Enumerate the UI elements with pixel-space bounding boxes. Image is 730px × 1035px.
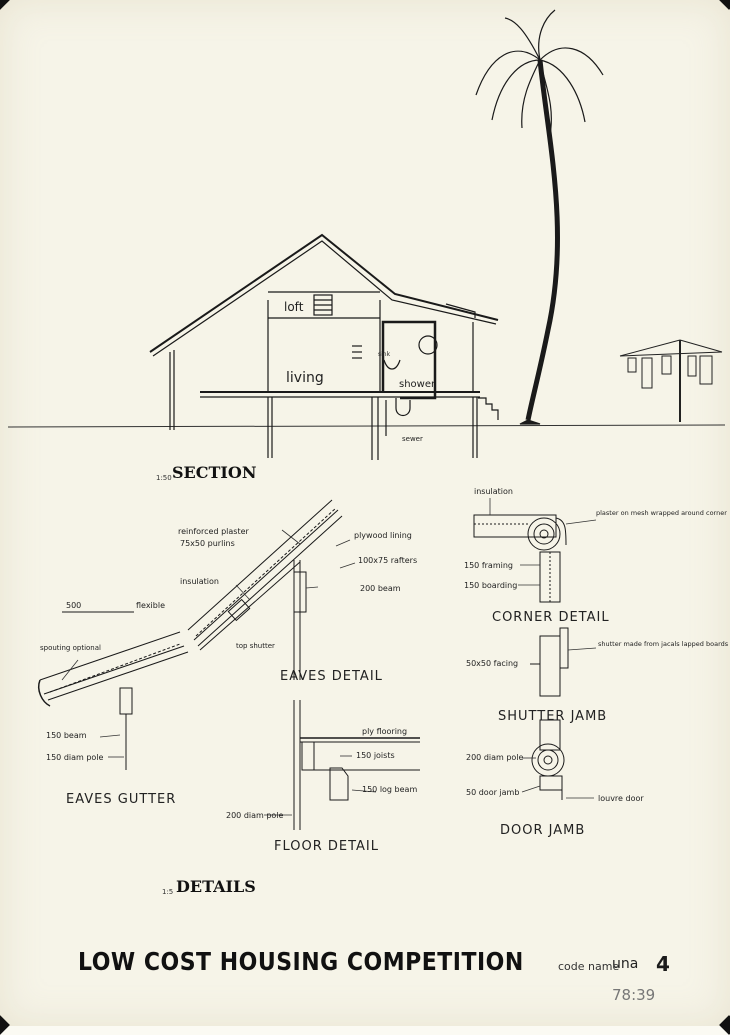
label-flexible: flexible — [136, 601, 165, 610]
label-living: living — [286, 370, 324, 386]
label-louvre-door: louvre door — [598, 794, 644, 803]
label-150-beam: 150 beam — [46, 731, 87, 740]
label-500: 500 — [66, 601, 81, 610]
leader-lines — [61, 498, 597, 816]
label-200-beam: 200 beam — [360, 584, 401, 593]
label-sink: sink — [378, 351, 391, 358]
floor-detail-title: FLOOR DETAIL — [274, 839, 379, 854]
label-plaster-on-mesh: plaster on mesh wrapped around corner — [596, 509, 727, 517]
label-150-joists: 150 joists — [356, 751, 395, 760]
label-shower: shower — [399, 379, 436, 390]
label-ply-flooring: ply flooring — [362, 727, 407, 736]
label-spouting-optional: spouting optional — [40, 644, 101, 652]
floor-detail-drawing — [293, 700, 420, 830]
door-jamb-title: DOOR JAMB — [500, 823, 585, 838]
section-scale: 1:50 — [156, 474, 172, 482]
label-200-diam-pole-door: 200 diam pole — [466, 753, 524, 762]
eaves-gutter-drawing — [38, 611, 189, 770]
label-insulation-eaves: insulation — [180, 577, 219, 586]
label-150-framing: 150 framing — [464, 561, 513, 570]
label-50x50-facing: 50x50 facing — [466, 659, 518, 668]
code-name-value: una — [612, 956, 639, 972]
label-top-shutter: top shutter — [236, 642, 275, 650]
details-scale: 1:5 — [162, 888, 174, 896]
eaves-gutter-title: EAVES GUTTER — [66, 792, 176, 807]
corner-detail-title: CORNER DETAIL — [492, 610, 610, 625]
sheet-title: LOW COST HOUSING COMPETITION — [78, 948, 524, 977]
label-150-log-beam: 150 log beam — [362, 785, 417, 794]
label-rafters: 100x75 rafters — [358, 556, 417, 565]
palm-tree-icon — [475, 9, 604, 425]
label-shutter-made-from: shutter made from jacals lapped boards — [598, 640, 729, 648]
label-reinforced-plaster: reinforced plaster — [178, 527, 250, 536]
ground-line — [7, 424, 726, 428]
label-insulation-corner: insulation — [474, 487, 513, 496]
label-150-diam-pole: 150 diam pole — [46, 753, 104, 762]
eaves-detail-title: EAVES DETAIL — [280, 669, 383, 684]
jamb-details-drawing — [473, 514, 569, 800]
label-purlins: 75x50 purlins — [180, 539, 235, 548]
label-200-diam-pole-floor: 200 diam pole — [226, 811, 284, 820]
label-sewer: sewer — [402, 435, 423, 443]
label-plywood-lining: plywood lining — [354, 531, 412, 540]
label-loft: loft — [284, 300, 304, 314]
eaves-detail-drawing — [187, 499, 343, 680]
code-name-label: code name — [558, 960, 620, 973]
label-150-boarding: 150 boarding — [464, 581, 517, 590]
section-heading: SECTION — [172, 463, 257, 482]
house-section — [149, 233, 499, 460]
shutter-jamb-title: SHUTTER JAMB — [498, 709, 607, 724]
sheet-number: 4 — [656, 952, 670, 976]
clothes-line-icon — [619, 339, 723, 422]
details-heading: DETAILS — [176, 877, 256, 896]
label-50-door-jamb: 50 door jamb — [466, 788, 519, 797]
pencil-note: 78:39 — [612, 986, 656, 1004]
